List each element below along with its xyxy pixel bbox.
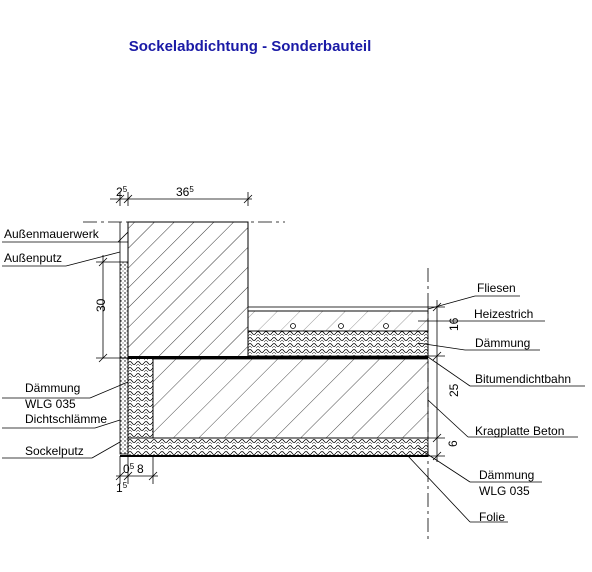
label-dichtschlaemme: Dichtschlämme [25,412,107,426]
dim-right-25: 25 [447,383,461,397]
label-sockelputz: Sockelputz [25,444,84,458]
dimension-bottom [115,456,158,484]
bottom-insulation [127,437,429,457]
floor-insulation [247,330,429,357]
dimension-top [110,192,253,206]
label-aussenputz: Außenputz [4,251,62,265]
dim-right-6: 6 [446,440,460,447]
bitumen-membrane [128,356,428,359]
left-insulation [127,357,154,439]
heating-pipes [290,323,389,329]
label-daemmung-right: Dämmung [475,336,530,350]
label-daemmung-left: Dämmung [25,381,80,395]
label-folie: Folie [479,510,505,524]
heated-screed [247,310,429,332]
label-wlg-left: WLG 035 [25,397,76,411]
plinth-render [119,357,129,455]
dim-top-small: 25 [116,185,128,199]
dimension-right [428,300,445,462]
label-heizestrich: Heizestrich [474,307,533,321]
label-daemmung-bottom: Dämmung [479,468,534,482]
label-aussenmauerwerk: Außenmauerwerk [4,227,100,241]
dimension-left [96,255,128,363]
concrete-slab [152,358,429,439]
page-title: Sockelabdichtung - Sonderbauteil [128,38,372,55]
label-wlg-bottom: WLG 035 [479,484,530,498]
dim-right-16: 16 [447,317,461,331]
label-kragplatte: Kragplatte Beton [475,424,564,438]
dim-bottom-b: 8 [137,462,144,476]
exterior-render [119,261,129,359]
dim-bottom-a: 05 [123,462,135,476]
right-leaders [407,295,585,523]
dim-top-wall: 365 [176,185,194,199]
dim-left-30: 30 [94,298,108,312]
outer-wall [127,221,249,359]
dim-bottom-c: 15 [116,481,128,495]
left-leaders [2,231,129,459]
label-fliesen: Fliesen [477,281,516,295]
label-bitumendichtbahn: Bitumendichtbahn [475,372,571,386]
tiles [247,306,429,312]
